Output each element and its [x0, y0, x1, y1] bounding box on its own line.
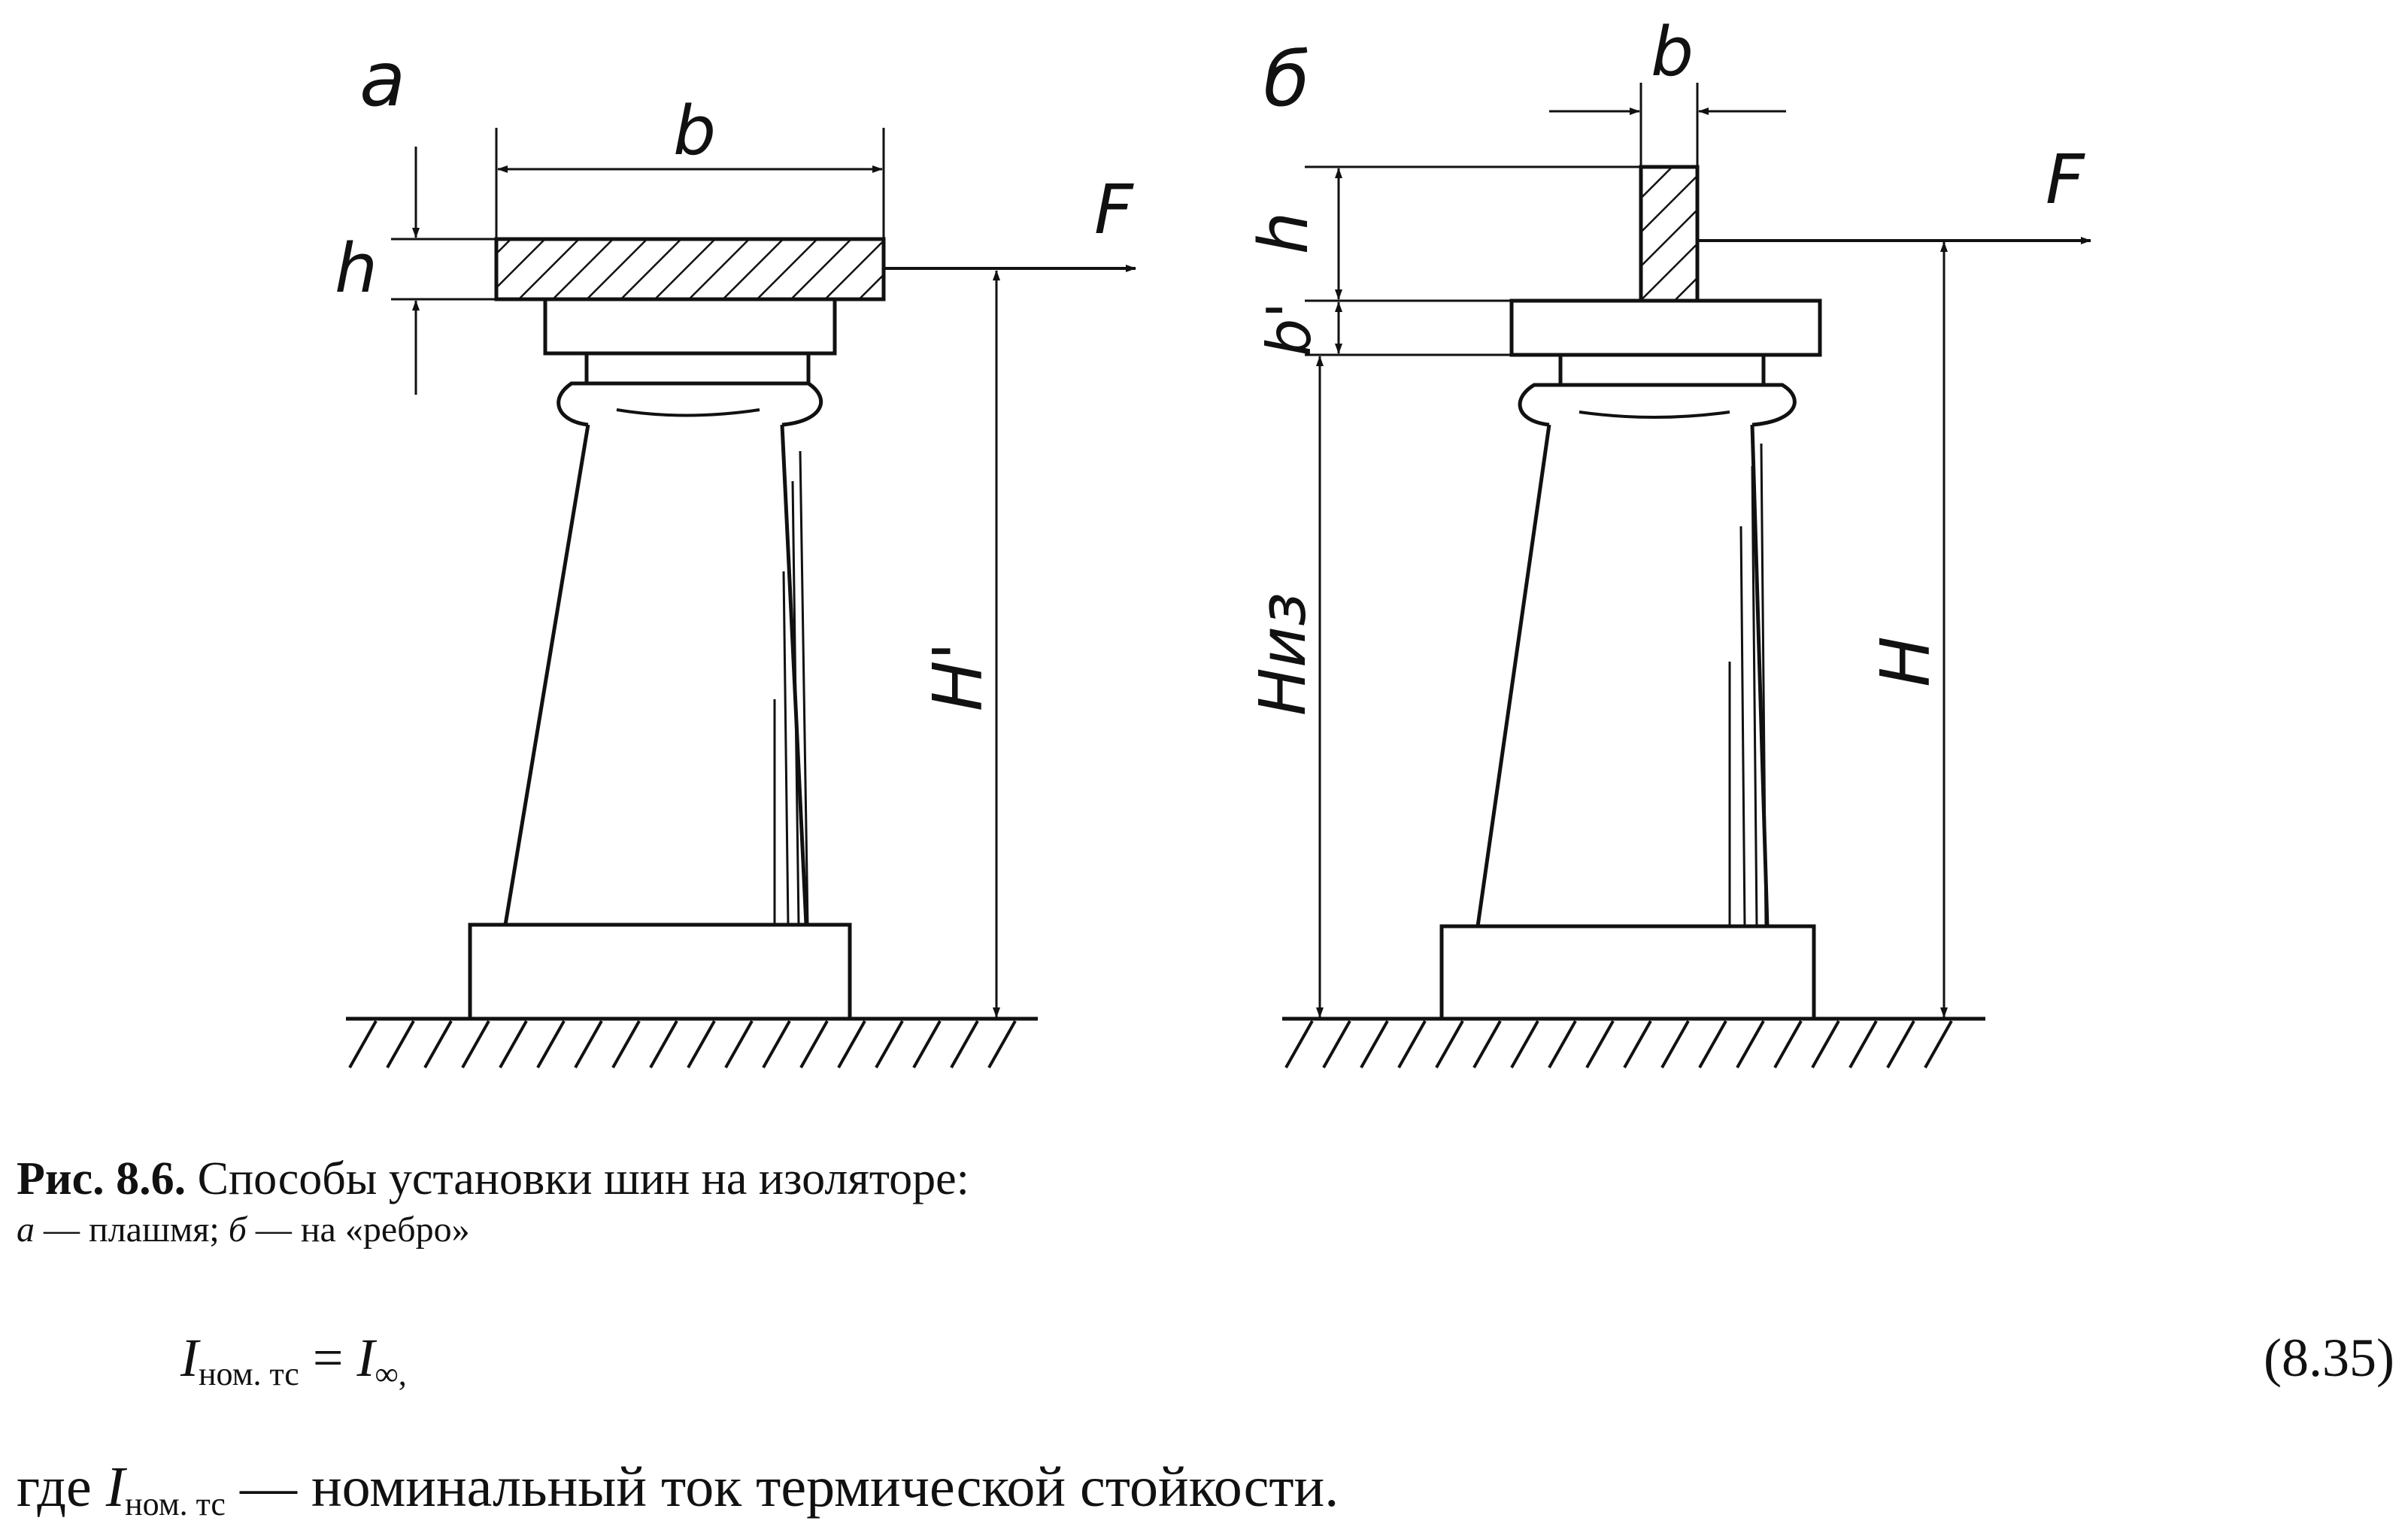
eq-rhs-sub: ∞,: [375, 1356, 407, 1392]
label-h-b: h: [1245, 211, 1324, 254]
insulator-neck-b: [1558, 353, 1766, 387]
insulator-base-b: [1439, 924, 1816, 1021]
ground-hatch-a: [348, 1020, 1017, 1068]
caption-text: Способы установки шин на изоляторе:: [186, 1153, 969, 1204]
eq-lhs-sub: ном. тс: [198, 1356, 299, 1392]
eq-equals: =: [299, 1328, 357, 1388]
figure-8-6: а b h F H' б b h b' F Hиз H: [335, 13, 2091, 1068]
insulator-flange-b: [1518, 383, 1797, 427]
para-rest: — номинальный ток термической стойкости.: [225, 1456, 1339, 1519]
caption-item-b-text: — на «ребро»: [246, 1210, 470, 1250]
label-b-b: b: [1651, 13, 1694, 92]
label-b-a: b: [673, 92, 716, 171]
caption-item-a-letter: а: [17, 1210, 35, 1250]
insulator-cap-b: [1509, 298, 1822, 357]
caption-item-a-text: — плашмя;: [35, 1210, 229, 1250]
insulator-neck-a: [584, 351, 811, 386]
caption-line-1: Рис. 8.6. Способы установки шин на изоля…: [17, 1150, 969, 1207]
label-H: H: [1867, 636, 1946, 687]
ground-hatch-b: [1284, 1020, 1953, 1068]
insulator-flange-a: [557, 381, 823, 427]
label-h-a: h: [335, 229, 378, 308]
label-F-a: F: [1094, 171, 1134, 250]
insulator-body-b: [1475, 424, 1770, 927]
insulator-cap-a: [543, 297, 837, 356]
caption-item-b-letter: б: [228, 1210, 247, 1250]
insulator-diagram: а b h F H' б b h b' F Hиз H: [335, 13, 2091, 1068]
panel-label-b: б: [1263, 35, 1310, 123]
panel-label-a: а: [359, 35, 405, 123]
insulator-flange-groove-a: [616, 408, 760, 417]
equation-8-35: Iном. тс = I∞,: [180, 1327, 407, 1392]
caption-line-2: а — плашмя; б — на «ребро»: [17, 1207, 969, 1253]
para-var-sub: ном. тс: [125, 1486, 226, 1522]
eq-rhs-var: I: [356, 1328, 375, 1388]
label-Hprime: H': [919, 642, 998, 711]
insulator-flange-groove-b: [1579, 411, 1730, 419]
caption-title: Рис. 8.6.: [17, 1153, 187, 1204]
label-bprime: b': [1254, 302, 1324, 357]
busbar-flat-a: [494, 237, 886, 301]
label-F-b: F: [2046, 141, 2085, 220]
para-prefix: где: [17, 1456, 106, 1519]
insulator-shading-a: [773, 450, 809, 926]
busbar-edge-b: [1639, 165, 1700, 303]
label-Hiz: Hиз: [1246, 592, 1321, 716]
insulator-shading-b: [1728, 443, 1767, 927]
equation-number: (8.35): [2264, 1328, 2394, 1388]
insulator-base-a: [468, 923, 852, 1021]
body-paragraph: где Iном. тс — номинальный ток термическ…: [17, 1455, 1339, 1522]
insulator-body-a: [503, 424, 808, 926]
para-var: I: [105, 1456, 126, 1519]
eq-lhs-var: I: [180, 1328, 199, 1388]
figure-caption: Рис. 8.6. Способы установки шин на изоля…: [17, 1150, 969, 1253]
